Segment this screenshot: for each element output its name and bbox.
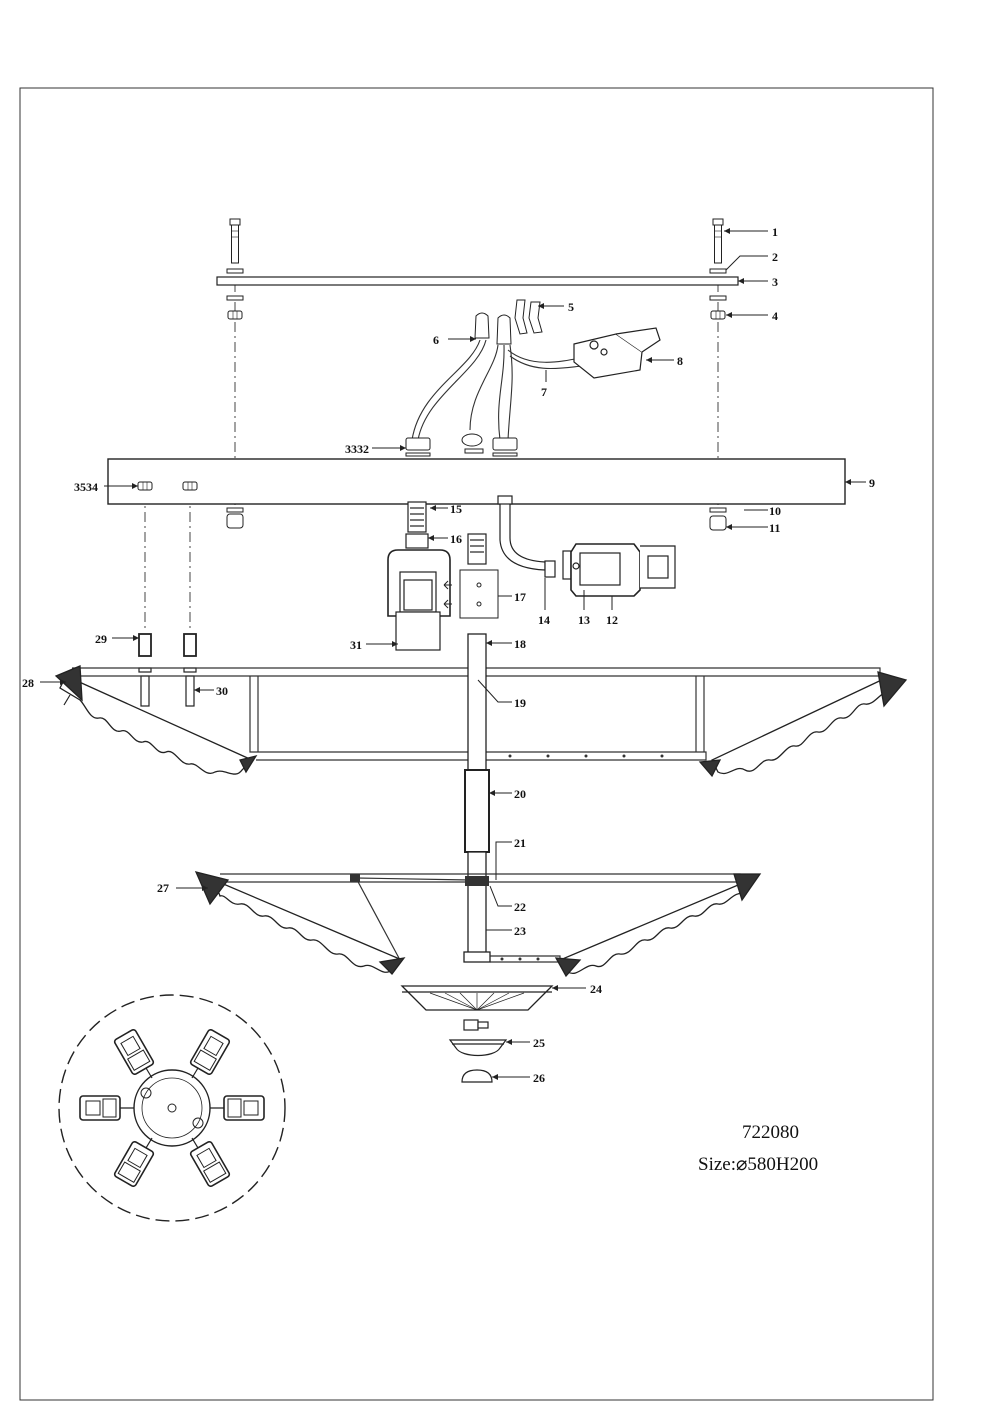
label-part-20: 20: [514, 787, 526, 801]
top-view: [58, 994, 286, 1222]
arrow-heads: [60, 228, 851, 1080]
base-plate: [107, 458, 846, 505]
label-part-10: 10: [769, 504, 781, 518]
bolt-part-left: [229, 218, 241, 264]
label-part-9: 9: [869, 476, 875, 490]
leader-lines: [40, 230, 866, 1078]
washer-left: [226, 268, 244, 274]
wire-caps: [514, 299, 543, 335]
finial-parts: [448, 1019, 508, 1083]
label-part-12: 12: [606, 613, 618, 627]
upper-right-shade: [698, 671, 908, 778]
label-part-4: 4: [772, 309, 778, 323]
mounting-bar: [216, 276, 739, 286]
label-part-3534: 3534: [74, 480, 98, 494]
label-part-8: 8: [677, 354, 683, 368]
washer-right: [709, 268, 727, 274]
label-part-27: 27: [157, 881, 169, 895]
terminal-block: [573, 327, 661, 379]
lower-left-shade: [194, 871, 406, 975]
label-part-16: 16: [450, 532, 462, 546]
label-part-1: 1: [772, 225, 778, 239]
label-part-31: 31: [350, 638, 362, 652]
label-part-30: 30: [216, 684, 228, 698]
bolt-part-right: [712, 218, 724, 264]
label-part-23: 23: [514, 924, 526, 938]
lower-right-shade: [554, 873, 762, 978]
spacers: [138, 633, 197, 707]
nut-part-left: [227, 310, 243, 320]
label-part-5: 5: [568, 300, 574, 314]
center-column: [463, 633, 491, 963]
canopy-cup: [400, 985, 554, 1011]
base-nuts: [405, 433, 518, 457]
label-part-17: 17: [514, 590, 526, 604]
lower-frame-dots: [500, 957, 540, 961]
frame-dots: [508, 754, 664, 758]
label-part-18: 18: [514, 637, 526, 651]
switch-assembly: [497, 495, 676, 597]
label-part-26: 26: [533, 1071, 545, 1085]
label-part-14: 14: [538, 613, 550, 627]
socket-assembly: [387, 501, 487, 651]
mount-plate: [443, 569, 499, 619]
label-part-21: 21: [514, 836, 526, 850]
label-part-24: 24: [590, 982, 602, 996]
label-part-6: 6: [433, 333, 439, 347]
label-part-19: 19: [514, 696, 526, 710]
wiring: [411, 339, 583, 441]
label-part-2: 2: [772, 250, 778, 264]
label-part-11: 11: [769, 521, 780, 535]
label-part-3332: 3332: [345, 442, 369, 456]
wire-connectors: [474, 312, 512, 345]
label-part-22: 22: [514, 900, 526, 914]
label-part-25: 25: [533, 1036, 545, 1050]
size-label: Size:⌀580H200: [698, 1154, 818, 1175]
label-part-29: 29: [95, 632, 107, 646]
nut-part-right: [710, 310, 726, 320]
page-border: [19, 87, 934, 1401]
label-part-13: 13: [578, 613, 590, 627]
label-part-7: 7: [541, 385, 547, 399]
label-part-28: 28: [22, 676, 34, 690]
upper-left-shade: [54, 665, 258, 775]
label-part-3: 3: [772, 275, 778, 289]
model-number: 722080: [742, 1122, 799, 1143]
label-part-15: 15: [450, 502, 462, 516]
